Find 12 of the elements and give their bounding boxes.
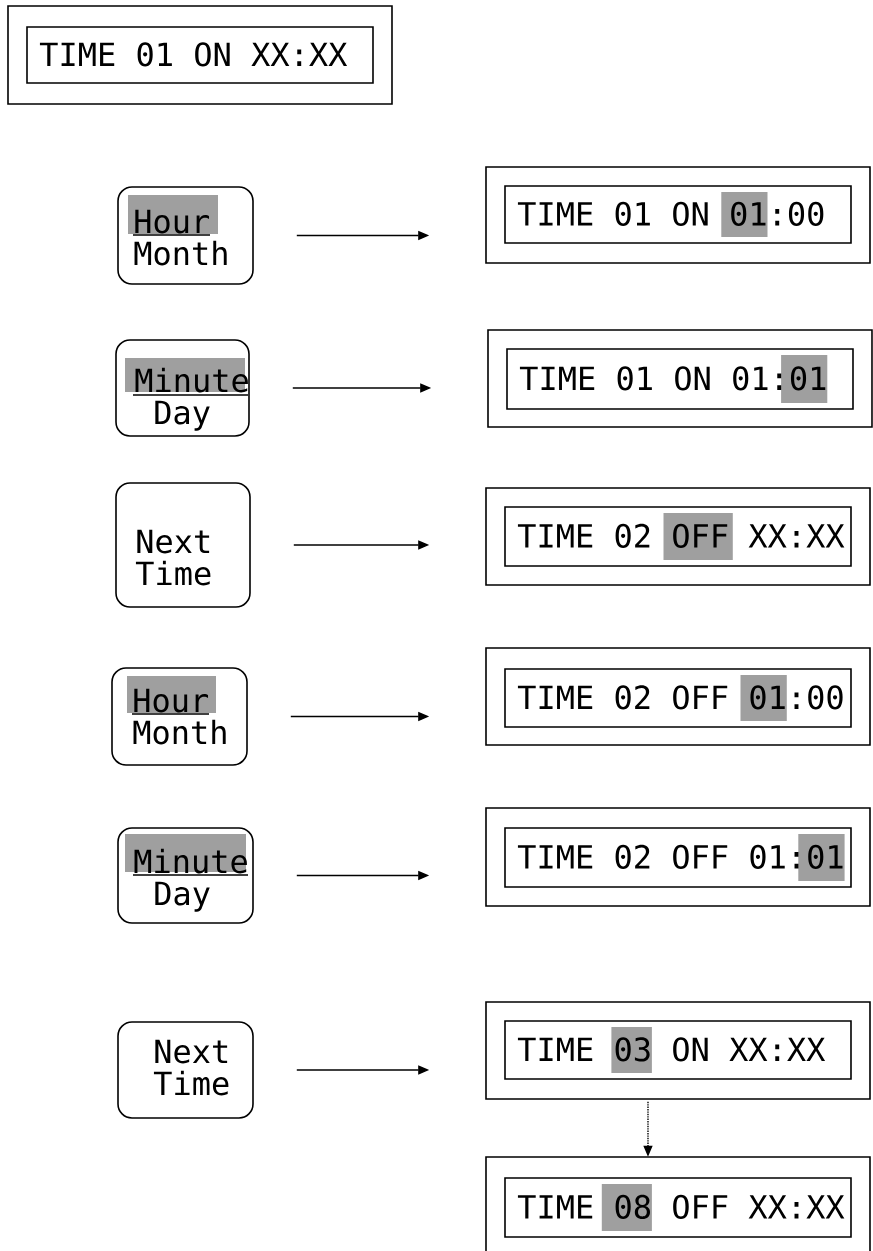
display-box: TIME 01 ON XX:XX [7,5,393,105]
key-button: Hour Month [111,667,248,766]
display-box: TIME 08 OFF XX:XX [485,1156,871,1251]
display-box: TIME 01 ON 01:00 [485,166,871,264]
key-button: Hour Month [117,186,254,285]
display-box: TIME 02 OFF 01:00 [485,647,871,746]
display-box: TIME 01 ON 01:01 [487,329,873,428]
key-button: Next Time [117,1021,254,1119]
display-box: TIME 02 OFF XX:XX [485,487,871,586]
display-box: TIME 02 OFF 01:01 [485,807,871,907]
key-button: Next Time [115,482,251,608]
display-box: TIME 03 ON XX:XX [485,1001,871,1100]
